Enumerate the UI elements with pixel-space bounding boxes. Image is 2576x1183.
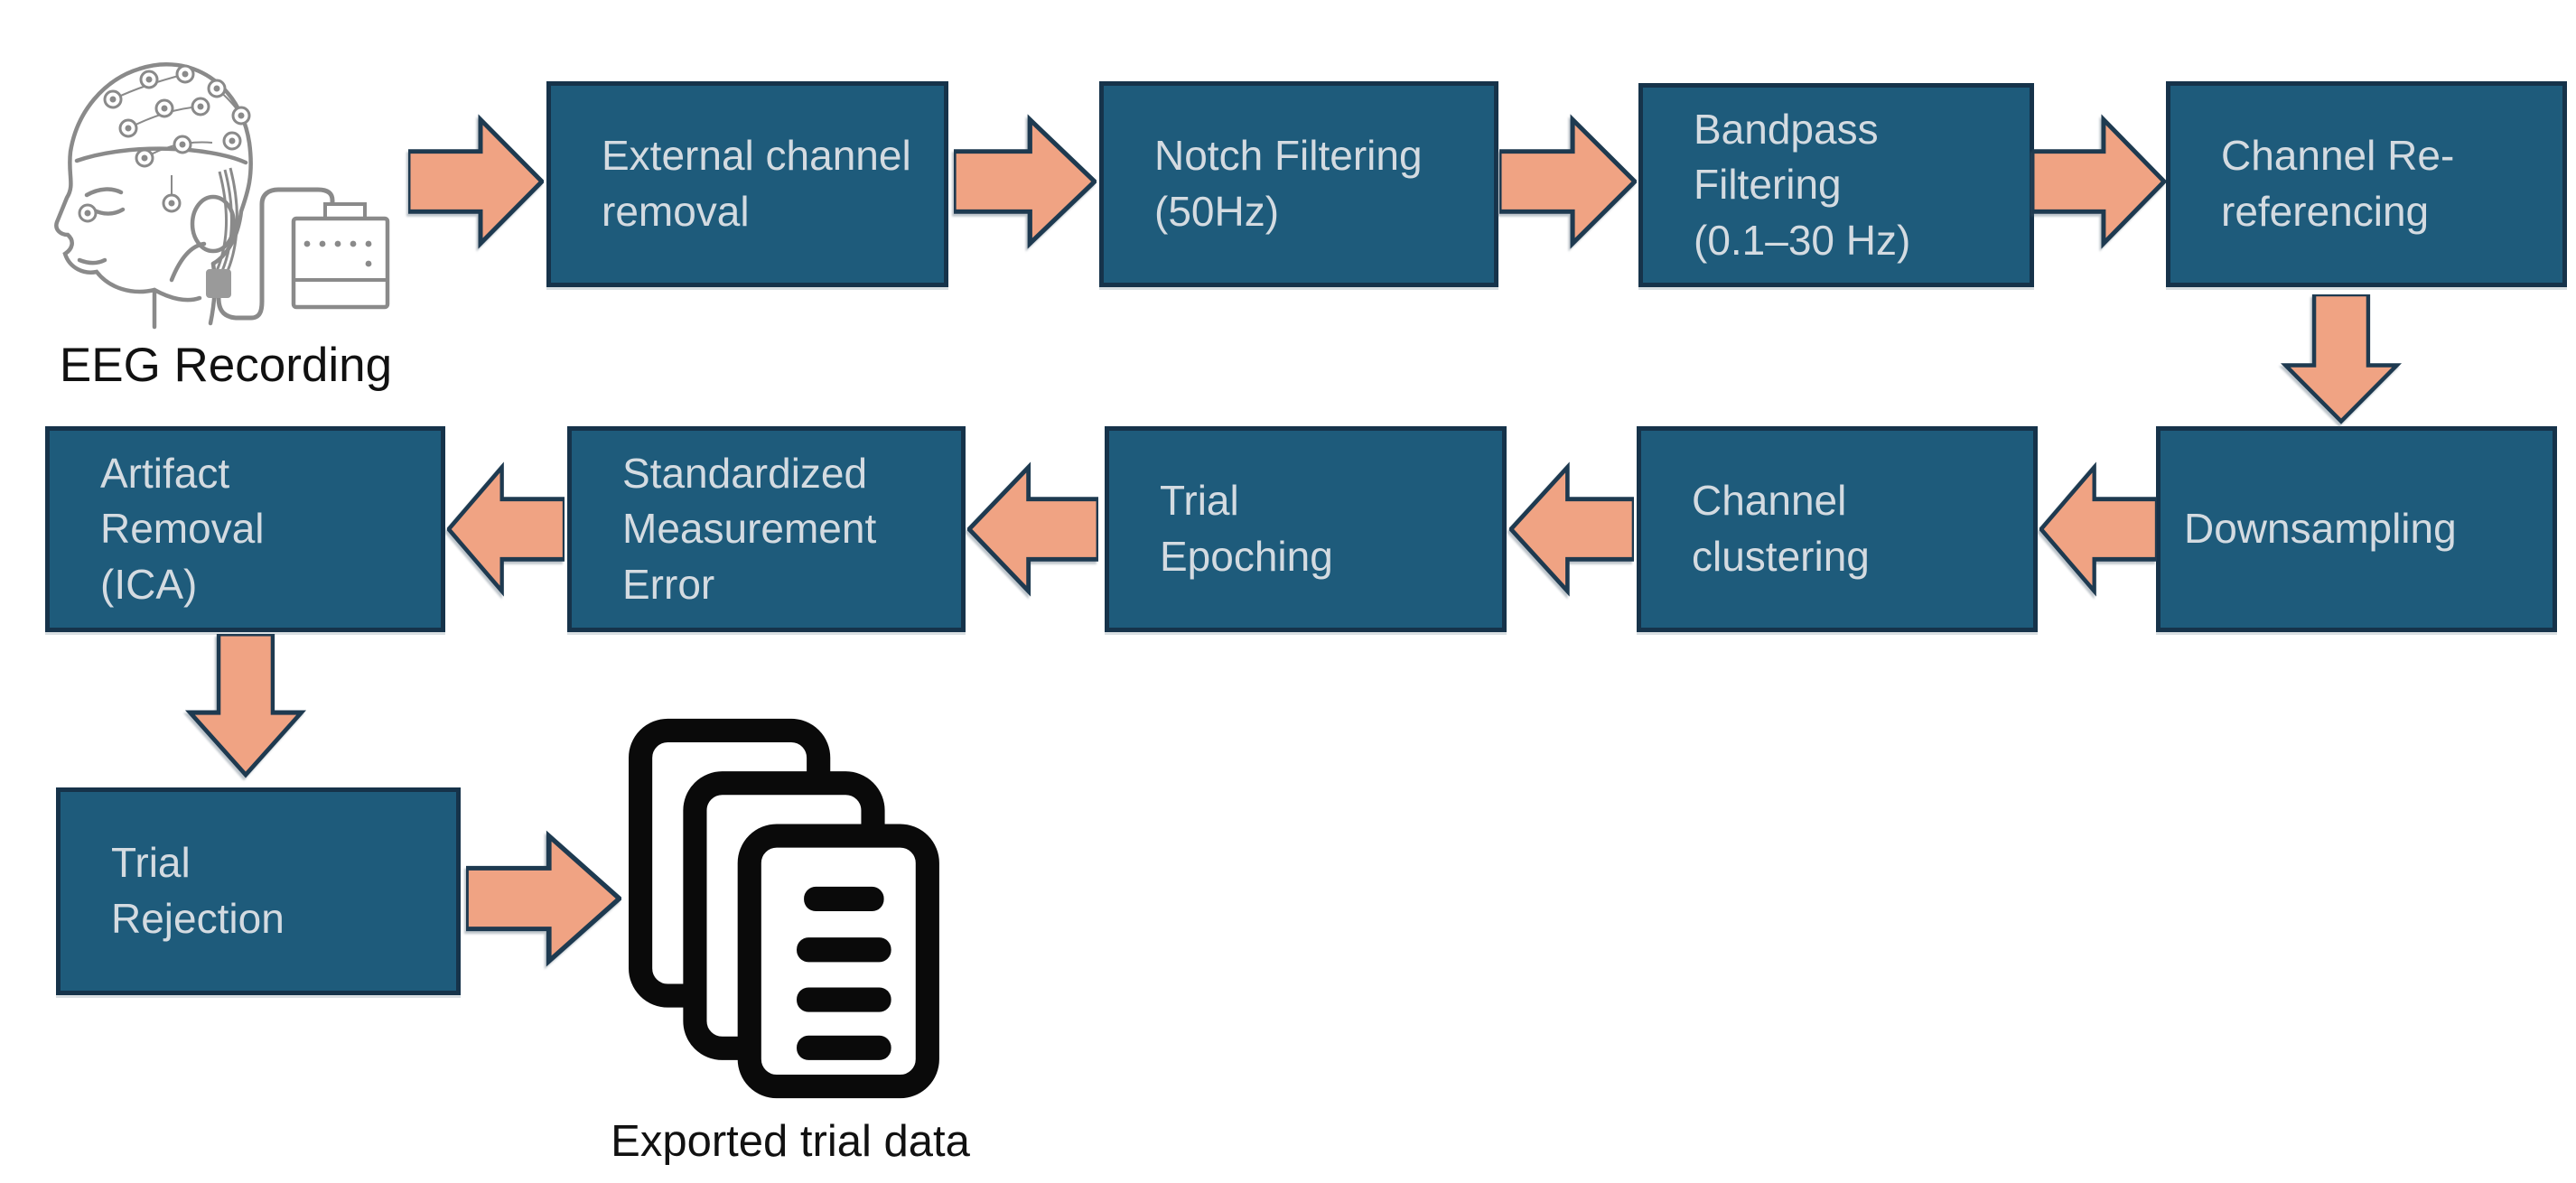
step-label: External channel removal (602, 132, 911, 235)
step-box-trial-epoching: Trial Epoching (1105, 426, 1507, 632)
left-arrow-icon (2039, 461, 2157, 597)
right-arrow-icon (1499, 114, 1637, 249)
right-arrow-icon (954, 114, 1097, 249)
down-arrow-icon (2280, 294, 2403, 424)
output-caption: Exported trial data (611, 1117, 970, 1166)
step-box-trial-rejection: Trial Rejection (56, 787, 461, 995)
input-caption: EEG Recording (59, 339, 393, 392)
step-box-bandpass-filtering: Bandpass Filtering (0.1–30 Hz) (1638, 83, 2034, 287)
left-arrow-icon (447, 461, 565, 597)
step-label: Bandpass Filtering (0.1–30 Hz) (1694, 105, 1911, 264)
step-label: Channel Re- referencing (2221, 132, 2455, 235)
right-arrow-icon (408, 114, 544, 249)
eeg-recording-illustration (54, 62, 390, 330)
left-arrow-icon (1509, 461, 1634, 597)
document-stack-icon (629, 718, 939, 1099)
step-label: Channel clustering (1692, 477, 1870, 580)
step-box-channel-rereferencing: Channel Re- referencing (2166, 81, 2567, 287)
step-label: Artifact Removal (ICA) (100, 449, 265, 608)
right-arrow-icon (2032, 114, 2166, 249)
cable-bundle (215, 167, 238, 272)
step-label: Notch Filtering (50Hz) (1154, 132, 1423, 235)
down-arrow-icon (184, 634, 307, 778)
step-label: Trial Epoching (1160, 477, 1333, 580)
step-box-channel-clustering: Channel clustering (1637, 426, 2038, 632)
step-box-notch-filtering: Notch Filtering (50Hz) (1099, 81, 1498, 287)
step-box-external-channel-removal: External channel removal (546, 81, 948, 287)
right-arrow-icon (466, 830, 621, 967)
step-box-downsampling: Downsampling (2156, 426, 2557, 632)
document-text-lines (797, 886, 891, 1060)
step-label: Trial Rejection (111, 839, 285, 942)
left-arrow-icon (967, 461, 1098, 597)
step-label: Downsampling (2184, 505, 2457, 553)
step-label: Standardized Measurement Error (622, 449, 877, 608)
step-box-standardized-measurement-error: Standardized Measurement Error (567, 426, 966, 632)
step-box-artifact-removal-ica: Artifact Removal (ICA) (45, 426, 445, 632)
amplifier-device (291, 202, 390, 310)
